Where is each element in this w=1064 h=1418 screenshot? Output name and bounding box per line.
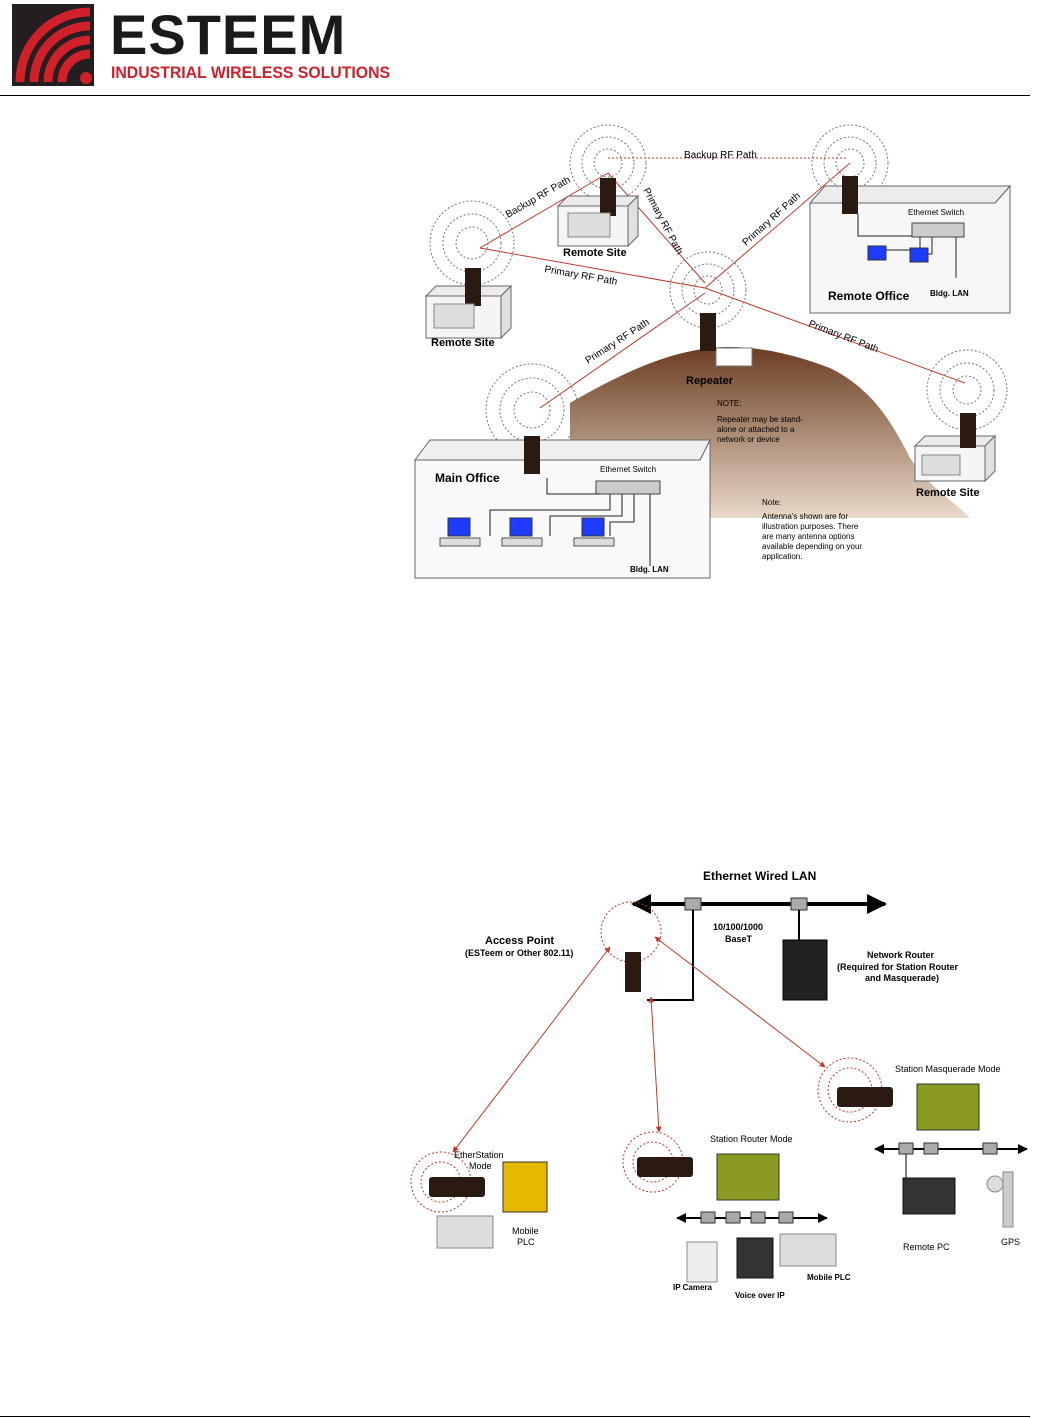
mobile-plc-1b-label: PLC xyxy=(517,1237,535,1247)
router-sub-2: and Masquerade) xyxy=(865,973,939,983)
network-router-label: Network Router xyxy=(867,950,935,960)
ip-camera-label: IP Camera xyxy=(673,1283,713,1292)
brand-tagline: INDUSTRIAL WIRELESS SOLUTIONS xyxy=(111,63,391,82)
main-office-switch xyxy=(595,480,661,495)
primary-rf-e-label: Primary RF Path xyxy=(584,317,652,366)
note2-line-5: application. xyxy=(762,552,802,561)
baset-line-2: BaseT xyxy=(725,934,753,944)
haul-truck-1 xyxy=(716,1153,780,1201)
remote-site-left-label: Remote Site xyxy=(431,337,495,349)
main-office-building xyxy=(414,439,711,579)
lan-tap-2 xyxy=(790,897,808,911)
remote-office-label: Remote Office xyxy=(828,289,910,303)
gps-pole xyxy=(1002,1171,1014,1228)
network-router xyxy=(782,939,828,1001)
note-head: NOTE: xyxy=(717,399,741,408)
gps-label: GPS xyxy=(1001,1237,1020,1247)
remote-site-right-label: Remote Site xyxy=(916,487,980,499)
wireless-waves-icon xyxy=(12,4,94,86)
note-line-3: network or device xyxy=(717,435,780,444)
header-rule xyxy=(0,95,1030,96)
rf-path-lines xyxy=(479,157,966,409)
plc-devices xyxy=(433,212,961,476)
ip-camera xyxy=(686,1241,718,1283)
ethernet-wired-lan-label: Ethernet Wired LAN xyxy=(703,869,816,883)
backup-rf-top-label: Backup RF Path xyxy=(684,150,757,161)
access-point-radio xyxy=(625,952,641,992)
note-line-1: Repeater may be stand- xyxy=(717,415,803,424)
radio-units xyxy=(465,176,976,474)
haul-truck-2 xyxy=(916,1083,980,1131)
primary-rf-c-label: Primary RF Path xyxy=(741,191,803,249)
forklift xyxy=(502,1161,548,1213)
station-masquerade-label: Station Masquerade Mode xyxy=(895,1064,1001,1074)
bldg-lan-ro-label: Bldg. LAN xyxy=(930,289,969,298)
access-point-sublabel: (ESTeem or Other 802.11) xyxy=(465,948,573,958)
gps-antenna xyxy=(986,1175,1004,1193)
etherstation-line-2: Mode xyxy=(469,1161,492,1171)
note2-line-1: Antenna's shown are for xyxy=(762,512,848,521)
mobile-plc-1a-label: Mobile xyxy=(512,1226,539,1236)
ethernet-switch-mo-label: Ethernet Switch xyxy=(600,465,656,474)
note2-line-2: illustration purposes. There xyxy=(762,522,859,531)
esteem-logo xyxy=(12,4,94,86)
remote-pc xyxy=(902,1177,956,1215)
note2-line-3: are many antenna options xyxy=(762,532,855,541)
station-radios xyxy=(429,1087,893,1197)
client-modes-diagram: Ethernet Wired LAN 10/100/1000 BaseT Acc… xyxy=(410,869,1028,1300)
note2-line-4: available depending on your xyxy=(762,542,862,551)
baset-line-1: 10/100/1000 xyxy=(713,922,763,932)
voip-phone xyxy=(736,1237,774,1279)
brand-name: ESTEEM xyxy=(110,3,347,66)
primary-rf-d-label: Primary RF Path xyxy=(807,319,880,356)
footer-rule xyxy=(0,1416,1030,1417)
access-point-label: Access Point xyxy=(485,935,554,947)
computers xyxy=(439,245,929,547)
etherstation-line-1: EtherStation xyxy=(454,1150,504,1160)
primary-rf-b-label: Primary RF Path xyxy=(543,264,618,288)
lan-tap-1 xyxy=(684,897,702,911)
router-sub-1: (Required for Station Router xyxy=(837,962,958,972)
remote-pc-label: Remote PC xyxy=(903,1242,950,1252)
repeater-label: Repeater xyxy=(686,375,734,387)
repeater-network-diagram: Backup RF Path Backup RF Path Primary RF… xyxy=(414,124,1012,579)
repeater-device xyxy=(715,347,753,367)
ethernet-switch-ro-label: Ethernet Switch xyxy=(908,208,964,217)
station-router-label: Station Router Mode xyxy=(710,1134,793,1144)
mobile-plc-2-label: Mobile PLC xyxy=(807,1273,851,1282)
voice-over-ip-label: Voice over IP xyxy=(735,1291,785,1300)
main-office-label: Main Office xyxy=(435,471,500,485)
mobile-plc-1 xyxy=(436,1215,494,1249)
remote-site-top-label: Remote Site xyxy=(563,247,627,259)
note-line-2: alone or attached to a xyxy=(717,425,795,434)
note2-head: Note: xyxy=(762,498,781,507)
remote-office-switch xyxy=(911,222,965,238)
mobile-plc-2 xyxy=(779,1233,837,1267)
primary-rf-a-label: Primary RF Path xyxy=(640,186,684,256)
bldg-lan-mo-label: Bldg. LAN xyxy=(630,565,669,574)
